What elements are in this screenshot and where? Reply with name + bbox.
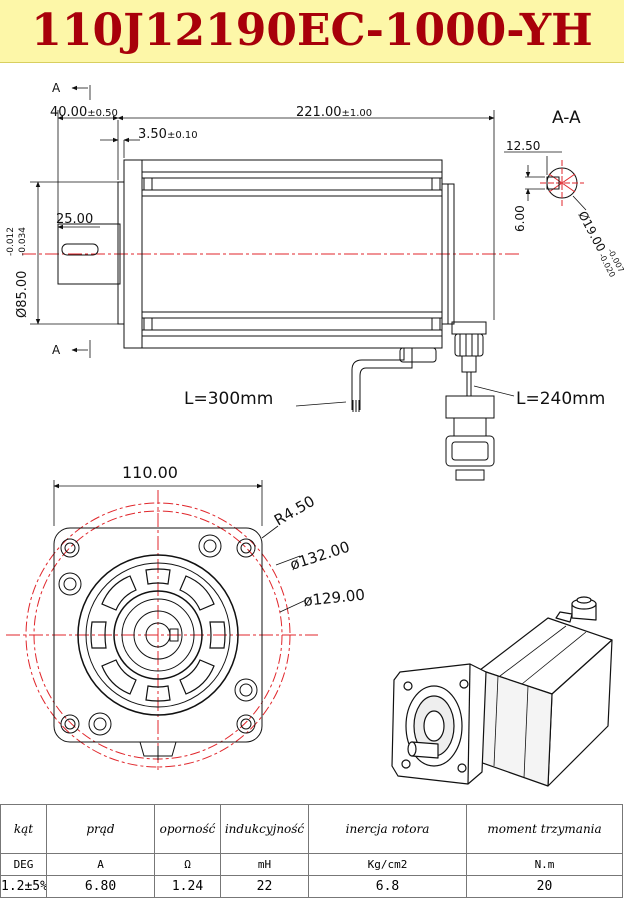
housing-ring	[77, 554, 239, 716]
title-bar: 110J12190EC-1000-YH	[0, 0, 624, 63]
dim-body-length: 221.00±1.00	[296, 105, 372, 120]
dim-boss: 3.50±0.10	[138, 127, 198, 142]
side-view	[22, 85, 522, 481]
spec-value: 6.8	[308, 875, 467, 898]
dim-shaft-diameter: Ø19.00 -0.007 -0.020	[575, 209, 624, 279]
spec-unit: N.m	[466, 853, 623, 876]
spec-unit-row: DEG A Ω mH Kg/cm2 N.m	[0, 853, 623, 876]
section-marker-top: A	[52, 81, 61, 95]
section-aa	[504, 151, 587, 211]
pilot	[113, 590, 203, 680]
svg-text:-0.034: -0.034	[18, 227, 28, 256]
flange	[117, 181, 125, 325]
spec-header: prąd	[46, 804, 155, 854]
technical-drawing: A A 40.00±0.50 221.00±1.00 3.50±0.10 25.…	[6, 81, 624, 787]
spec-unit: A	[46, 853, 155, 876]
dim-bolt-circle: ø132.00	[288, 538, 352, 574]
motor-cable	[351, 348, 413, 410]
spec-unit: Kg/cm2	[308, 853, 467, 876]
encoder-connector	[445, 395, 495, 419]
spec-header: kąt	[0, 804, 47, 854]
cable-motor-length: L=300mm	[184, 389, 273, 409]
section-label: A-A	[552, 108, 581, 128]
dim-outer-circle: ø129.00	[303, 586, 366, 610]
flange-square	[53, 527, 263, 743]
housing-slots	[90, 568, 226, 702]
dim-key-width: 12.50	[506, 139, 540, 153]
spec-header: moment trzymania	[466, 804, 623, 854]
spec-header: indukcyjność	[220, 804, 309, 854]
spec-unit: DEG	[0, 853, 47, 876]
spec-unit: Ω	[154, 853, 221, 876]
encoder-gland	[451, 321, 487, 335]
spec-table: kąt prąd oporność indukcyjność inercja r…	[0, 804, 623, 898]
svg-text:-0.012: -0.012	[6, 227, 16, 256]
spec-value: 20	[466, 875, 623, 898]
dim-pilot-diameter: Ø85.00 -0.012 -0.034	[6, 227, 30, 318]
spec-value: 1.24	[154, 875, 221, 898]
shaft-key	[61, 243, 99, 256]
spec-header: oporność	[154, 804, 221, 854]
dim-shaft-length: 25.00	[56, 212, 93, 227]
section-marker-bottom: A	[52, 343, 61, 357]
spec-value: 22	[220, 875, 309, 898]
dim-flange-width: 110.00	[122, 463, 178, 482]
spec-value: 1.2±5%	[0, 875, 47, 898]
spec-header: inercja rotora	[308, 804, 467, 854]
svg-text:Ø85.00: Ø85.00	[15, 271, 30, 318]
motor-shaft	[57, 223, 121, 285]
dim-key-depth: 6.00	[513, 205, 527, 232]
dim-corner-radius: R4.50	[271, 492, 318, 530]
mounting-holes	[58, 534, 258, 736]
spec-header-row: kąt prąd oporność indukcyjność inercja r…	[0, 804, 623, 854]
dim-flange-thickness: 40.00±0.50	[50, 105, 118, 120]
spec-value-row: 1.2±5% 6.80 1.24 22 6.8 20	[0, 875, 623, 898]
spec-unit: mH	[220, 853, 309, 876]
spec-value: 6.80	[46, 875, 155, 898]
svg-text:Ø19.00: Ø19.00	[575, 209, 608, 254]
front-view	[6, 480, 318, 770]
cable-encoder-length: L=240mm	[516, 389, 605, 409]
model-title: 110J12190EC-1000-YH	[31, 5, 593, 56]
isometric-view	[391, 596, 613, 787]
